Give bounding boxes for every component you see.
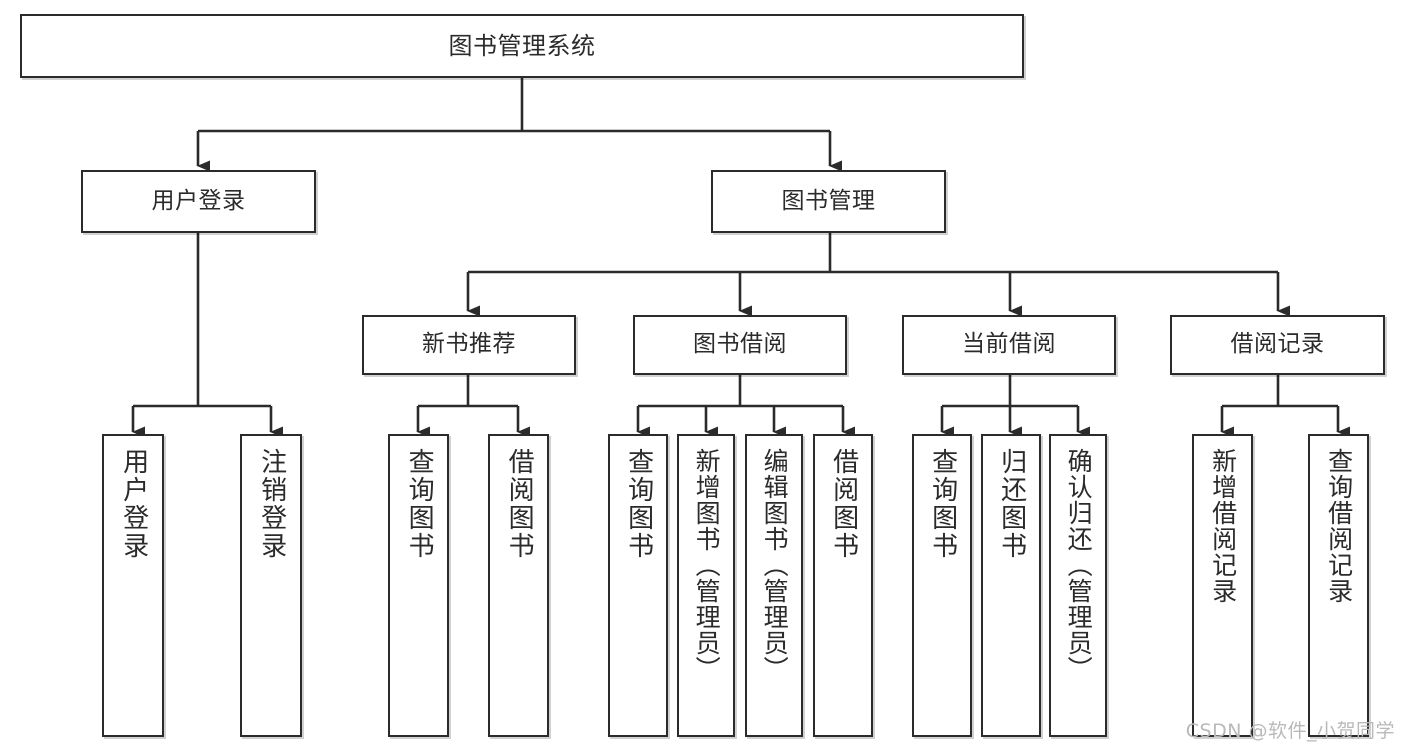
node-leaf-query-book-2[interactable]: 查询图书 (608, 434, 668, 737)
node-leaf-query-book-3[interactable]: 查询图书 (912, 434, 972, 737)
node-leaf-user-login-label: 用户登录 (118, 448, 149, 560)
node-leaf-query-record-label: 查询借阅记录 (1324, 448, 1354, 604)
node-leaf-borrow-book-2-label: 借阅图书 (828, 448, 859, 560)
node-leaf-query-book-2-label: 查询图书 (623, 448, 654, 560)
node-current-borrow-label: 当前借阅 (962, 331, 1056, 358)
node-book-manage-label: 图书管理 (781, 187, 876, 214)
node-leaf-confirm-return[interactable]: 确认归还（管理员） (1049, 434, 1107, 737)
node-borrow-record[interactable]: 借阅记录 (1170, 315, 1385, 375)
node-root-label: 图书管理系统 (448, 31, 596, 60)
node-leaf-edit-book[interactable]: 编辑图书（管理员） (745, 434, 803, 737)
node-leaf-query-book-1[interactable]: 查询图书 (388, 434, 449, 737)
node-leaf-query-book-3-label: 查询图书 (927, 448, 958, 560)
node-leaf-return-book-label: 归还图书 (996, 448, 1027, 560)
node-new-book-recommend-label: 新书推荐 (422, 331, 516, 358)
node-book-borrow[interactable]: 图书借阅 (633, 315, 847, 375)
node-book-borrow-label: 图书借阅 (693, 331, 787, 358)
node-leaf-query-record[interactable]: 查询借阅记录 (1308, 434, 1369, 737)
node-borrow-record-label: 借阅记录 (1230, 331, 1325, 358)
node-current-borrow[interactable]: 当前借阅 (902, 315, 1116, 375)
node-leaf-user-login[interactable]: 用户登录 (102, 434, 164, 737)
node-leaf-add-record[interactable]: 新增借阅记录 (1192, 434, 1253, 737)
node-user-login[interactable]: 用户登录 (81, 170, 316, 233)
watermark-label: CSDN @软件_小贺同学 (1185, 720, 1395, 742)
node-leaf-borrow-book-1[interactable]: 借阅图书 (488, 434, 549, 737)
node-leaf-add-book[interactable]: 新增图书（管理员） (677, 434, 735, 737)
node-leaf-logout-label: 注销登录 (256, 448, 287, 560)
node-book-manage[interactable]: 图书管理 (711, 170, 946, 233)
node-leaf-add-book-label: 新增图书（管理员） (692, 448, 722, 682)
node-new-book-recommend[interactable]: 新书推荐 (362, 315, 576, 375)
node-leaf-confirm-return-label: 确认归还（管理员） (1064, 448, 1094, 682)
node-root[interactable]: 图书管理系统 (20, 14, 1024, 78)
node-leaf-borrow-book-1-label: 借阅图书 (504, 448, 535, 560)
node-user-login-label: 用户登录 (151, 187, 246, 214)
node-leaf-query-book-1-label: 查询图书 (404, 448, 435, 560)
node-leaf-return-book[interactable]: 归还图书 (981, 434, 1041, 737)
node-leaf-borrow-book-2[interactable]: 借阅图书 (813, 434, 873, 737)
node-leaf-add-record-label: 新增借阅记录 (1208, 448, 1238, 604)
node-leaf-logout[interactable]: 注销登录 (240, 434, 302, 737)
node-leaf-edit-book-label: 编辑图书（管理员） (760, 448, 790, 682)
